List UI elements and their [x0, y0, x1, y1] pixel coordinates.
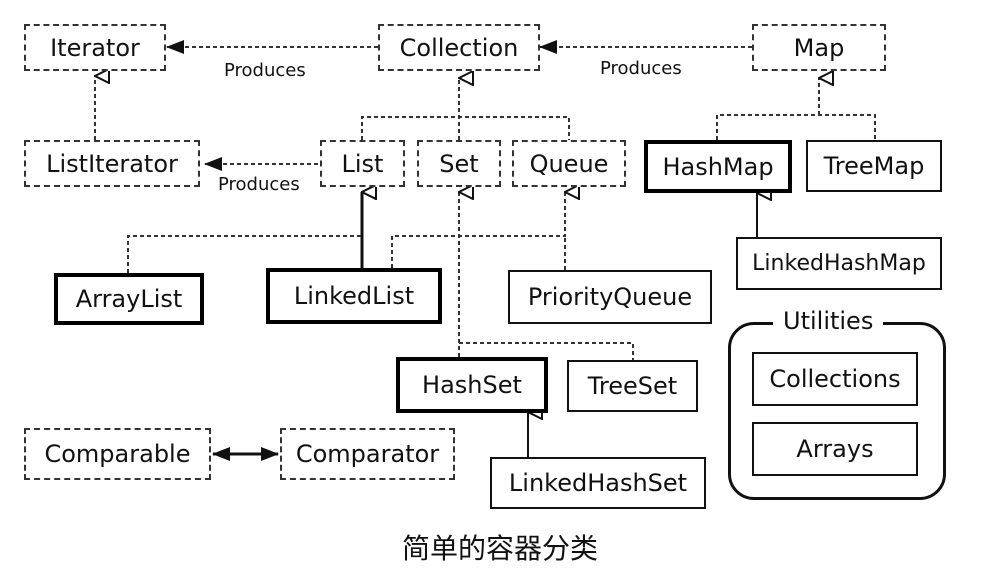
node-comparable: Comparable — [24, 428, 211, 480]
node-list: List — [320, 140, 405, 187]
node-priority-queue-label: PriorityQueue — [527, 283, 693, 311]
node-linked-list: LinkedList — [266, 268, 442, 324]
edge-linkedlist-implements-queue — [391, 192, 565, 268]
node-array-list-label: ArrayList — [75, 285, 183, 313]
diagram-caption: 简单的容器分类 — [401, 532, 598, 565]
produces-label-collection: Produces — [600, 58, 682, 79]
node-linked-list-label: LinkedList — [293, 282, 415, 310]
node-comparator-label: Comparator — [295, 440, 440, 468]
node-array-list: ArrayList — [54, 273, 204, 325]
node-list-iterator-label: ListIterator — [46, 149, 178, 178]
node-hash-map: HashMap — [644, 140, 792, 193]
node-list-iterator: ListIterator — [24, 140, 200, 187]
node-iterator: Iterator — [24, 24, 166, 71]
node-hash-map-label: HashMap — [662, 152, 774, 181]
produces-label-iterator: Produces — [224, 60, 306, 81]
node-list-label: List — [341, 149, 384, 178]
node-linked-hash-map-label: LinkedHashMap — [752, 251, 926, 276]
node-iterator-label: Iterator — [50, 33, 140, 62]
edge-arraylist-implements-list — [127, 192, 362, 273]
edge-maps-inherit-map — [716, 78, 876, 140]
node-map: Map — [752, 24, 886, 71]
node-queue: Queue — [512, 140, 626, 187]
edge-treeset-to-set — [459, 342, 634, 360]
node-arrays-label: Arrays — [796, 435, 874, 463]
node-tree-map-label: TreeMap — [823, 152, 925, 180]
node-collection-label: Collection — [399, 33, 519, 62]
node-collections: Collections — [752, 352, 918, 406]
node-set-label: Set — [439, 149, 479, 178]
node-priority-queue: PriorityQueue — [508, 270, 712, 324]
node-arrays: Arrays — [752, 422, 918, 476]
node-tree-set: TreeSet — [567, 360, 698, 412]
node-collection: Collection — [378, 24, 540, 71]
node-hash-set-label: HashSet — [422, 371, 522, 399]
node-queue-label: Queue — [529, 149, 609, 178]
node-map-label: Map — [793, 33, 845, 62]
node-linked-hash-set-label: LinkedHashSet — [508, 469, 688, 497]
node-linked-hash-set: LinkedHashSet — [490, 457, 706, 509]
produces-label-list-iterator: Produces — [218, 174, 300, 195]
utilities-title: Utilities — [773, 307, 884, 335]
edge-list-set-queue-inherit-collection — [361, 78, 570, 140]
node-linked-hash-map: LinkedHashMap — [736, 237, 942, 290]
node-comparator: Comparator — [280, 428, 455, 480]
node-comparable-label: Comparable — [44, 440, 191, 468]
node-collections-label: Collections — [769, 365, 901, 393]
node-set: Set — [417, 140, 501, 187]
node-tree-set-label: TreeSet — [587, 372, 678, 400]
node-tree-map: TreeMap — [806, 140, 942, 192]
node-hash-set: HashSet — [396, 357, 548, 413]
